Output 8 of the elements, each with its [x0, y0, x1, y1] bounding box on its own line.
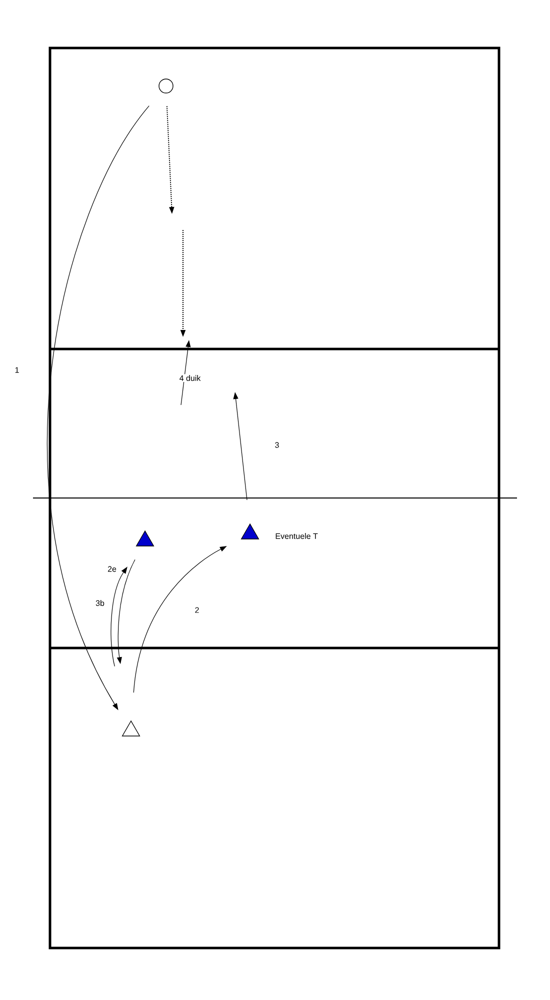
- edge-label: 3b: [94, 599, 106, 607]
- arrow-label: 3: [274, 441, 280, 449]
- player-label: Eventuele T: [276, 533, 318, 539]
- edge-label: 1: [14, 366, 20, 374]
- arrow-label: 4 duik: [178, 374, 202, 382]
- ball-icon: [158, 78, 174, 94]
- edge-label: 2e: [106, 565, 118, 573]
- edge-label: 2: [194, 606, 200, 614]
